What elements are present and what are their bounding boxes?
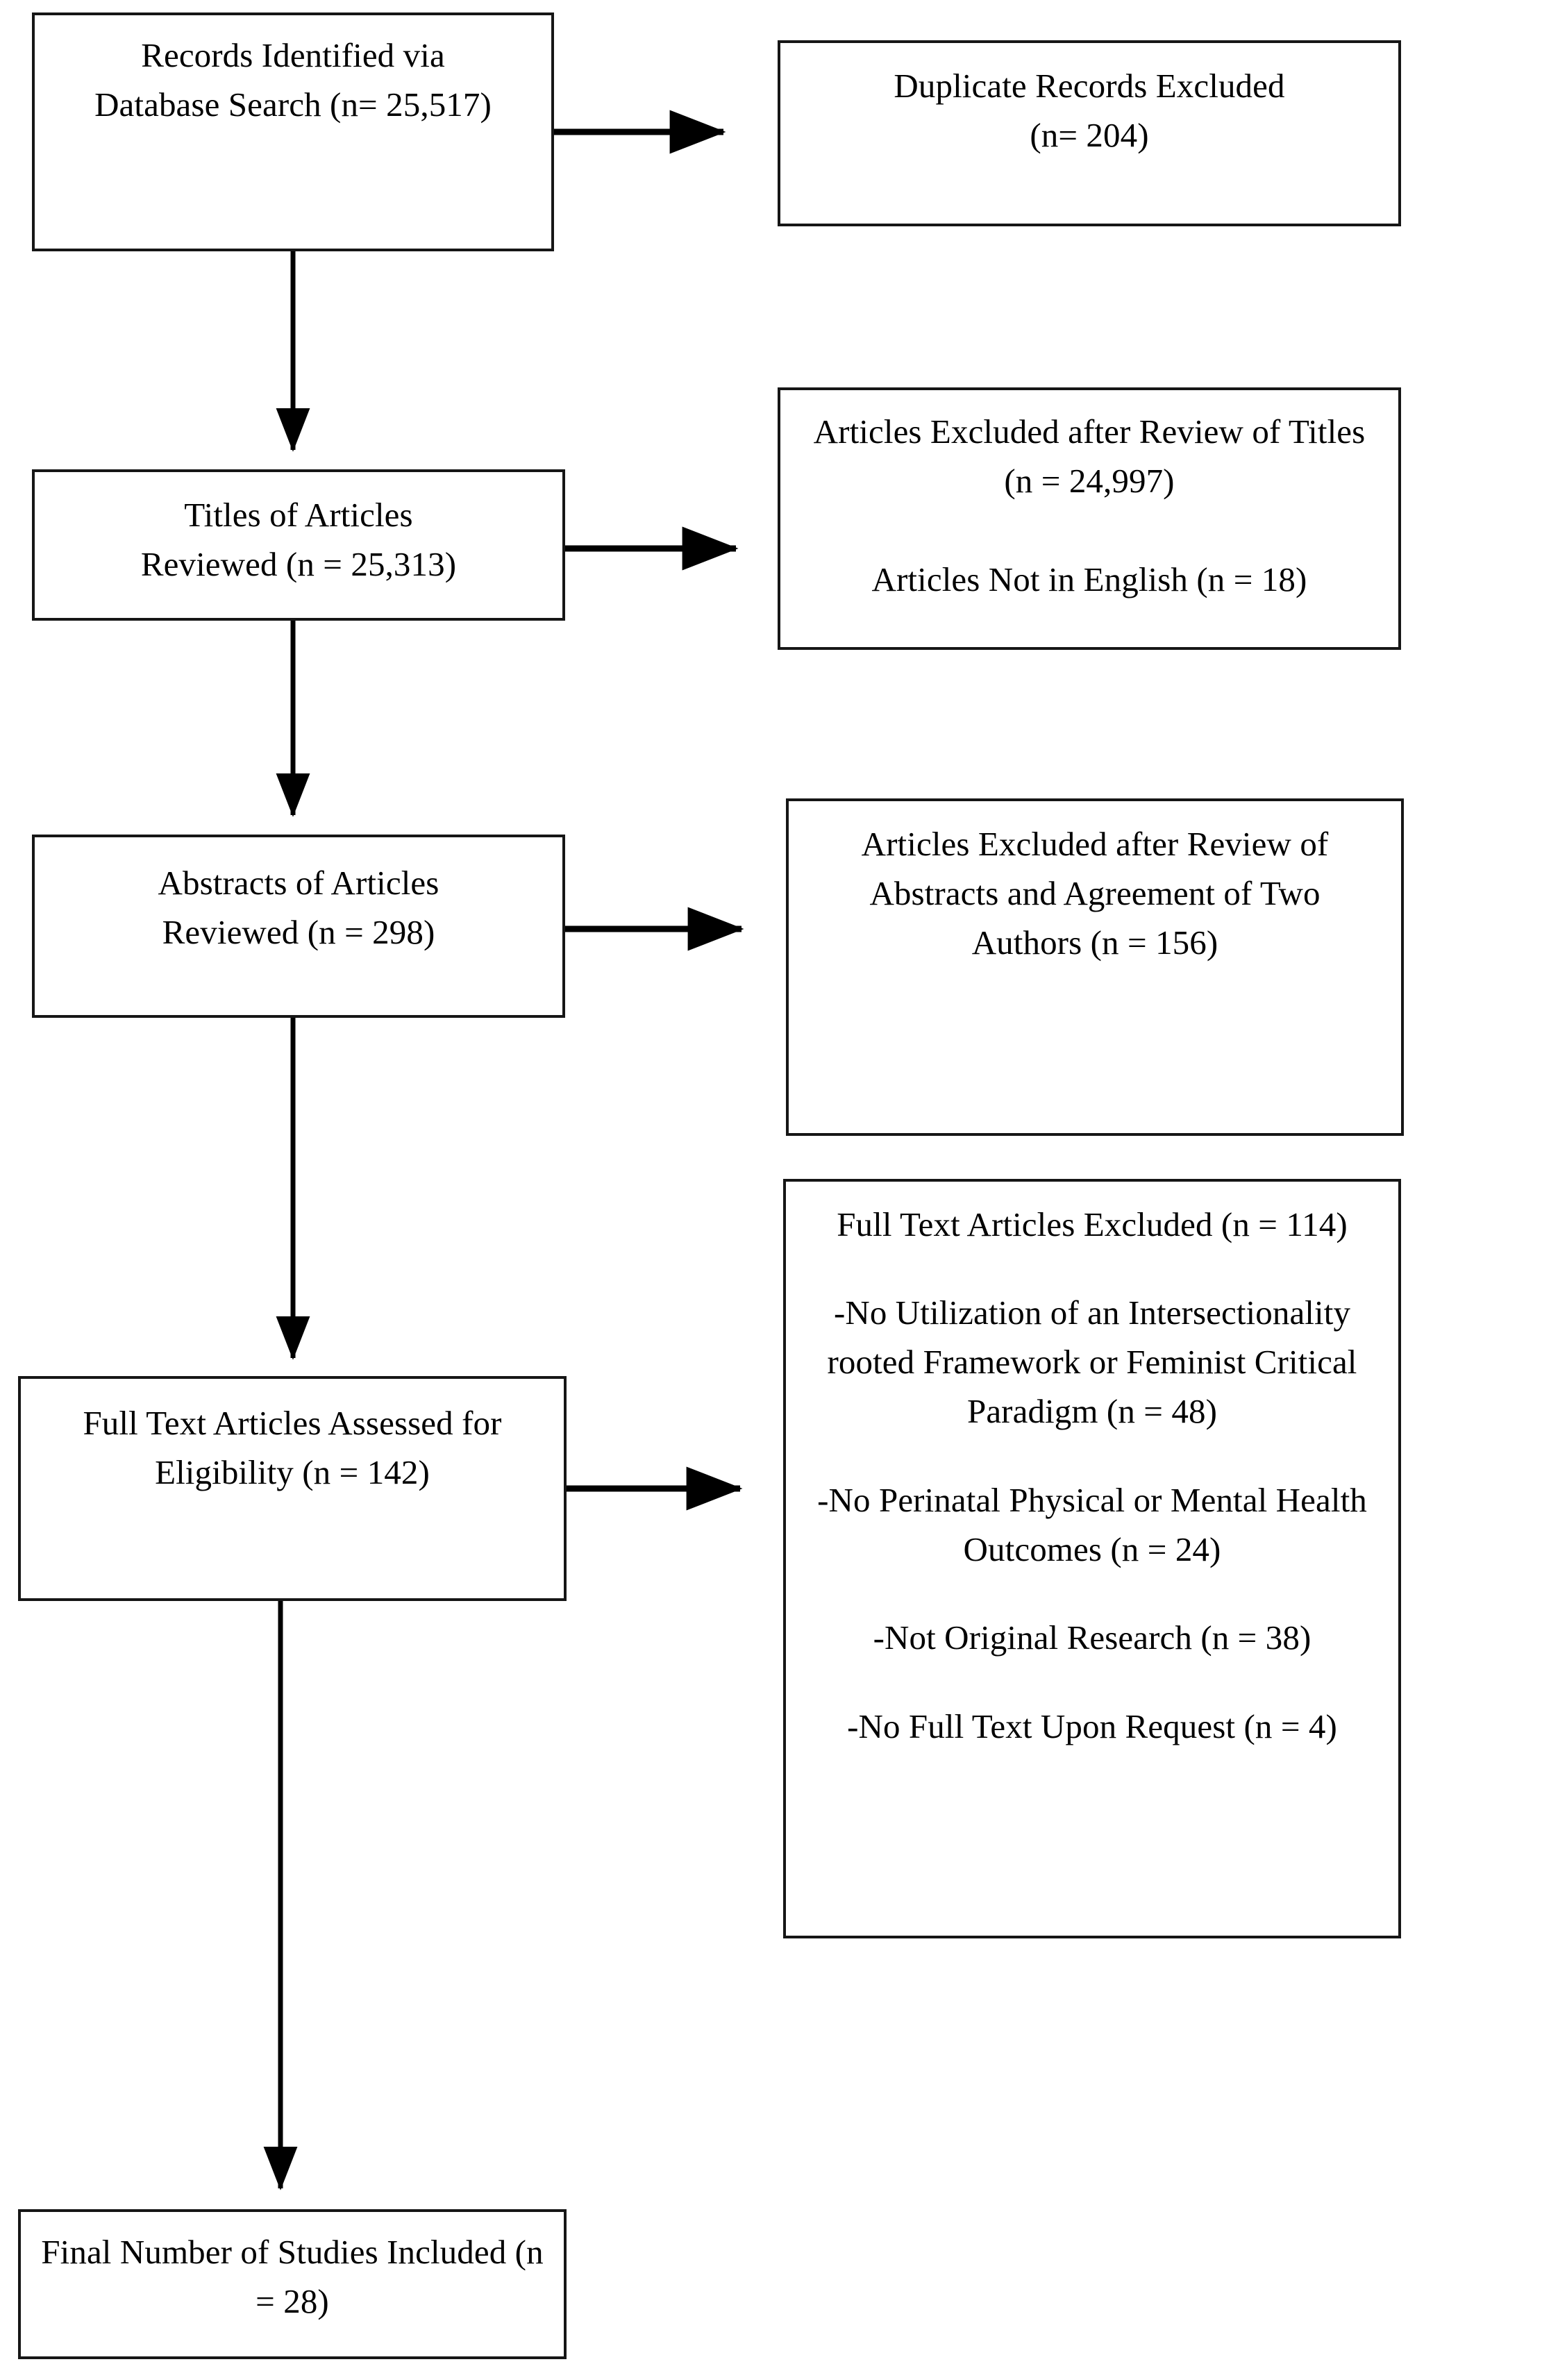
node-abstracts-excluded[interactable]: Articles Excluded after Review of Abstra… [786, 798, 1404, 1136]
node-fulltext-excluded-reason-4: -No Full Text Upon Request (n = 4) [847, 1707, 1337, 1745]
node-duplicates-excluded-line-1: Duplicate Records Excluded [894, 67, 1285, 105]
node-titles-reviewed-line-2: Reviewed (n = 25,313) [140, 545, 457, 584]
node-abstracts-reviewed-line-1: Abstracts of Articles [158, 864, 439, 902]
node-fulltext-excluded-heading: Full Text Articles Excluded (n = 114) [837, 1205, 1348, 1243]
node-fulltext-excluded-reason-3: -Not Original Research (n = 38) [873, 1618, 1312, 1657]
node-fulltext-assessed[interactable]: Full Text Articles Assessed for Eligibil… [18, 1376, 567, 1601]
node-records-identified[interactable]: Records Identified via Database Search (… [32, 12, 554, 251]
node-abstracts-reviewed[interactable]: Abstracts of Articles Reviewed (n = 298) [32, 835, 565, 1018]
node-records-identified-line-1: Records Identified via [141, 36, 445, 74]
node-abstracts-excluded-text: Articles Excluded after Review of Abstra… [861, 825, 1329, 962]
node-titles-excluded-reason-2: Articles Not in English (n = 18) [871, 560, 1307, 599]
node-fulltext-excluded-reason-2: -No Perinatal Physical or Mental Health … [817, 1480, 1367, 1568]
node-fulltext-assessed-text: Full Text Articles Assessed for Eligibil… [83, 1404, 502, 1492]
node-abstracts-reviewed-line-2: Reviewed (n = 298) [162, 913, 435, 952]
node-final-included[interactable]: Final Number of Studies Included (n = 28… [18, 2209, 567, 2359]
node-fulltext-excluded-reason-1: -No Utilization of an Intersectionality … [827, 1293, 1357, 1431]
node-titles-reviewed[interactable]: Titles of Articles Reviewed (n = 25,313) [32, 469, 565, 621]
node-final-included-text: Final Number of Studies Included (n = 28… [41, 2233, 544, 2321]
node-fulltext-excluded[interactable]: Full Text Articles Excluded (n = 114) -N… [783, 1179, 1401, 1938]
node-duplicates-excluded-line-2: (n= 204) [1030, 116, 1149, 155]
node-records-identified-line-2: Database Search (n= 25,517) [94, 85, 492, 124]
node-duplicates-excluded[interactable]: Duplicate Records Excluded (n= 204) [778, 40, 1401, 226]
node-titles-excluded[interactable]: Articles Excluded after Review of Titles… [778, 387, 1401, 650]
node-titles-excluded-reason-1: Articles Excluded after Review of Titles… [813, 412, 1366, 501]
node-titles-reviewed-line-1: Titles of Articles [184, 496, 413, 534]
